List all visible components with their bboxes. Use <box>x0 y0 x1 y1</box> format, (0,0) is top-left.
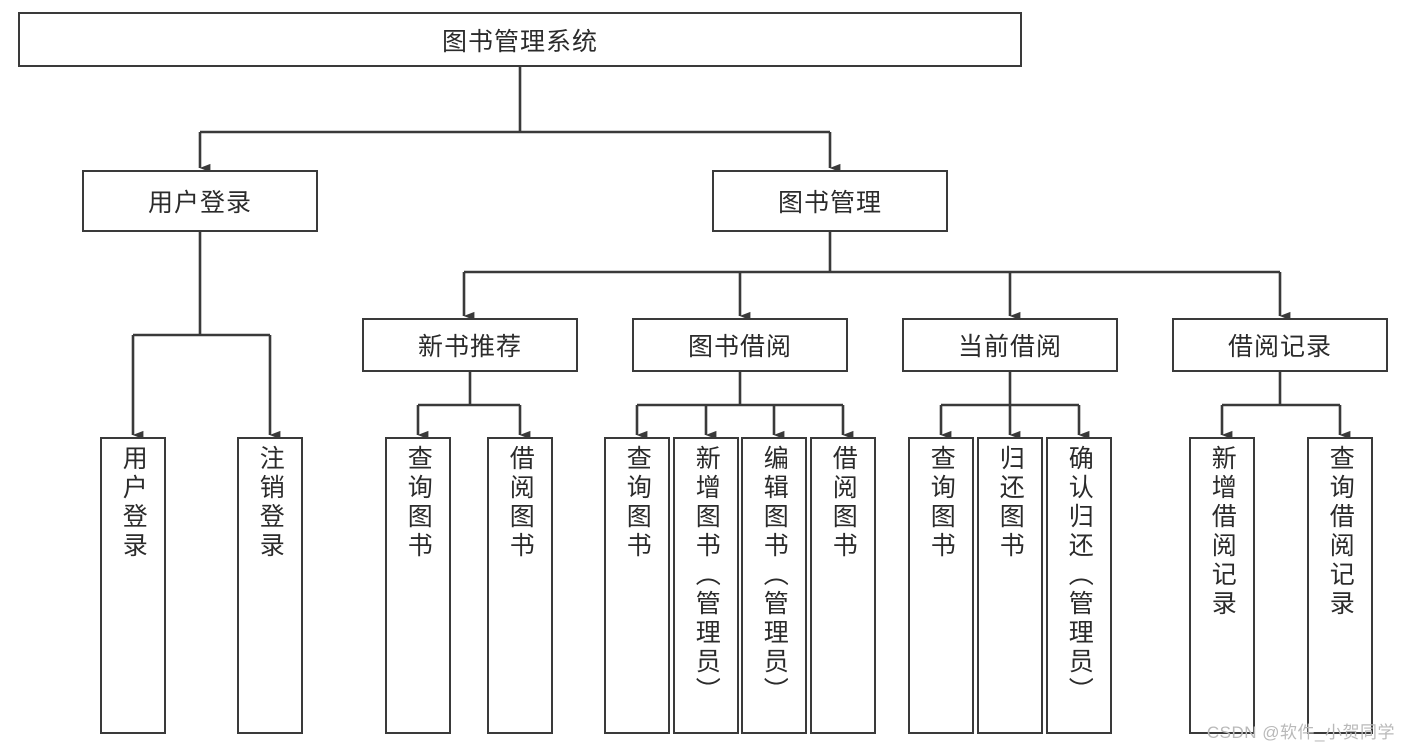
node-label: 确认归还（管理员） <box>1065 445 1094 706</box>
node-label: 用户登录 <box>147 189 252 217</box>
node-label: 图书借阅 <box>687 333 792 361</box>
node-label: 新书推荐 <box>417 333 522 361</box>
node-book-management[interactable]: 图书管理 <box>712 170 948 232</box>
watermark-text: CSDN @软件_小贺同学 <box>1206 723 1395 742</box>
node-leaf-query-record[interactable]: 查询借阅记录 <box>1307 437 1373 734</box>
node-borrow-record[interactable]: 借阅记录 <box>1172 318 1388 372</box>
node-current-borrow[interactable]: 当前借阅 <box>902 318 1118 372</box>
node-leaf-logout-login[interactable]: 注销登录 <box>237 437 303 734</box>
node-label: 新增图书（管理员） <box>692 445 721 706</box>
node-label: 借阅图书 <box>829 445 858 561</box>
node-label: 图书管理系统 <box>441 27 598 56</box>
node-user-login[interactable]: 用户登录 <box>82 170 318 232</box>
node-label: 用户登录 <box>119 445 148 561</box>
node-label: 新增借阅记录 <box>1208 445 1237 619</box>
node-leaf-return-book[interactable]: 归还图书 <box>977 437 1043 734</box>
node-label: 图书管理 <box>777 189 882 217</box>
node-label: 归还图书 <box>996 445 1025 561</box>
node-leaf-borrow-book-1[interactable]: 借阅图书 <box>487 437 553 734</box>
node-leaf-edit-book[interactable]: 编辑图书（管理员） <box>741 437 807 734</box>
node-label: 借阅记录 <box>1227 333 1332 361</box>
node-leaf-user-login[interactable]: 用户登录 <box>100 437 166 734</box>
node-label: 查询图书 <box>623 445 652 561</box>
node-leaf-query-book-3[interactable]: 查询图书 <box>908 437 974 734</box>
node-book-borrow[interactable]: 图书借阅 <box>632 318 848 372</box>
node-root-system[interactable]: 图书管理系统 <box>18 12 1022 67</box>
node-label: 借阅图书 <box>506 445 535 561</box>
node-label: 查询借阅记录 <box>1326 445 1355 619</box>
node-label: 查询图书 <box>404 445 433 561</box>
node-leaf-borrow-book-2[interactable]: 借阅图书 <box>810 437 876 734</box>
node-leaf-add-book[interactable]: 新增图书（管理员） <box>673 437 739 734</box>
node-leaf-query-book-2[interactable]: 查询图书 <box>604 437 670 734</box>
node-label: 编辑图书（管理员） <box>760 445 789 706</box>
node-leaf-add-record[interactable]: 新增借阅记录 <box>1189 437 1255 734</box>
node-leaf-confirm-return[interactable]: 确认归还（管理员） <box>1046 437 1112 734</box>
node-new-book-recommend[interactable]: 新书推荐 <box>362 318 578 372</box>
node-label: 注销登录 <box>256 445 285 561</box>
node-label: 当前借阅 <box>957 333 1062 361</box>
node-leaf-query-book-1[interactable]: 查询图书 <box>385 437 451 734</box>
node-label: 查询图书 <box>927 445 956 561</box>
